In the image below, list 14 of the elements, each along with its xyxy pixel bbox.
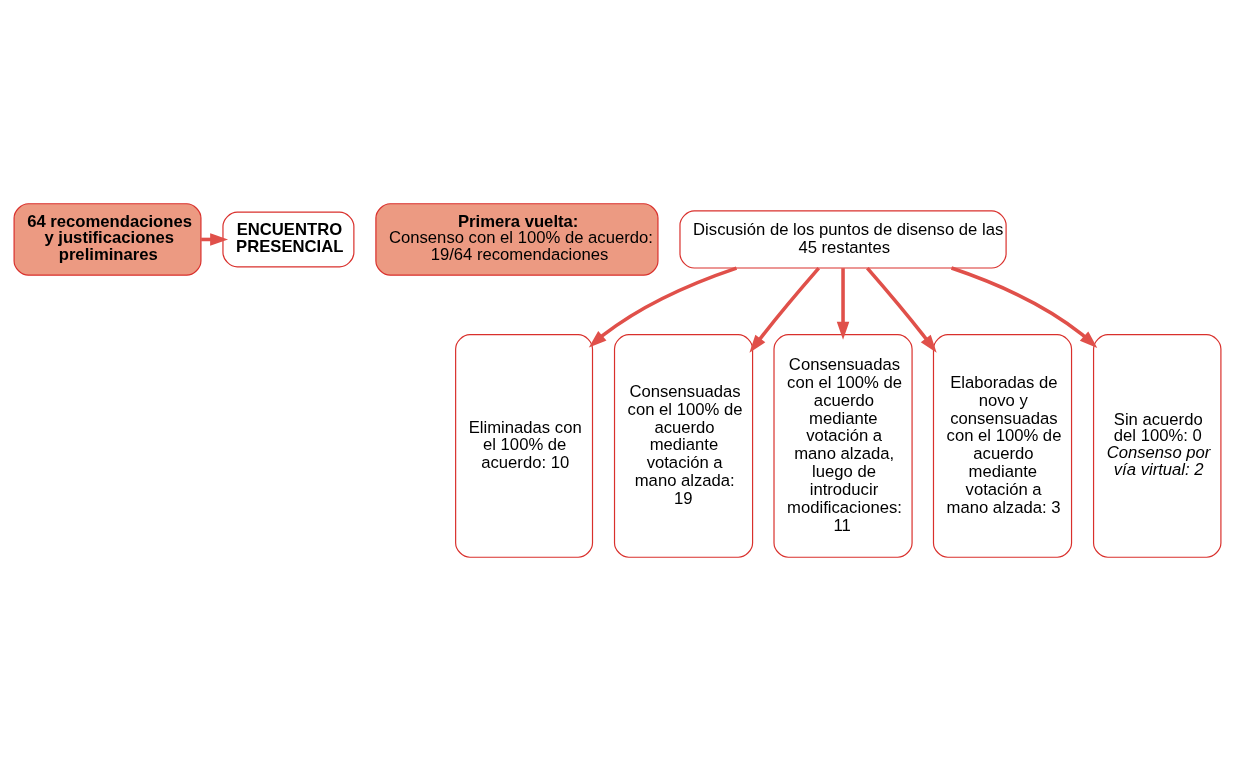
node-box: Discusión de los puntos de disenso de las 45 restantes <box>679 210 1007 269</box>
node-box: Elaboradas de novo y consensuadas con el 100% de acuerdo mediante votación a mano alzada: 3 <box>932 334 1073 558</box>
node-box: Eliminadas con el 100% de acuerdo: 10 <box>455 334 594 558</box>
node-box: Sin acuerdo del 100%: 0 Consenso por vía virtual: 2 <box>1092 334 1222 558</box>
node-box: Consensuadas con el 100% de acuerdo mediante votación a mano alzada, luego de introducir modificaciones: 11 <box>773 334 913 558</box>
arrow <box>950 266 1098 349</box>
node-box: ENCUENTRO PRESENCIAL <box>222 211 355 268</box>
node-box: Primera vuelta: Consenso con el 100% de acuerdo: 19/64 recomendaciones <box>375 203 659 276</box>
arrow <box>749 267 821 353</box>
arrow <box>588 266 738 348</box>
arrow <box>865 267 937 353</box>
node-box: 64 recomendaciones y justificaciones preliminares <box>13 203 202 276</box>
arrow <box>836 268 850 340</box>
node-box: Consensuadas con el 100% de acuerdo mediante votación a mano alzada: 19 <box>613 334 754 558</box>
